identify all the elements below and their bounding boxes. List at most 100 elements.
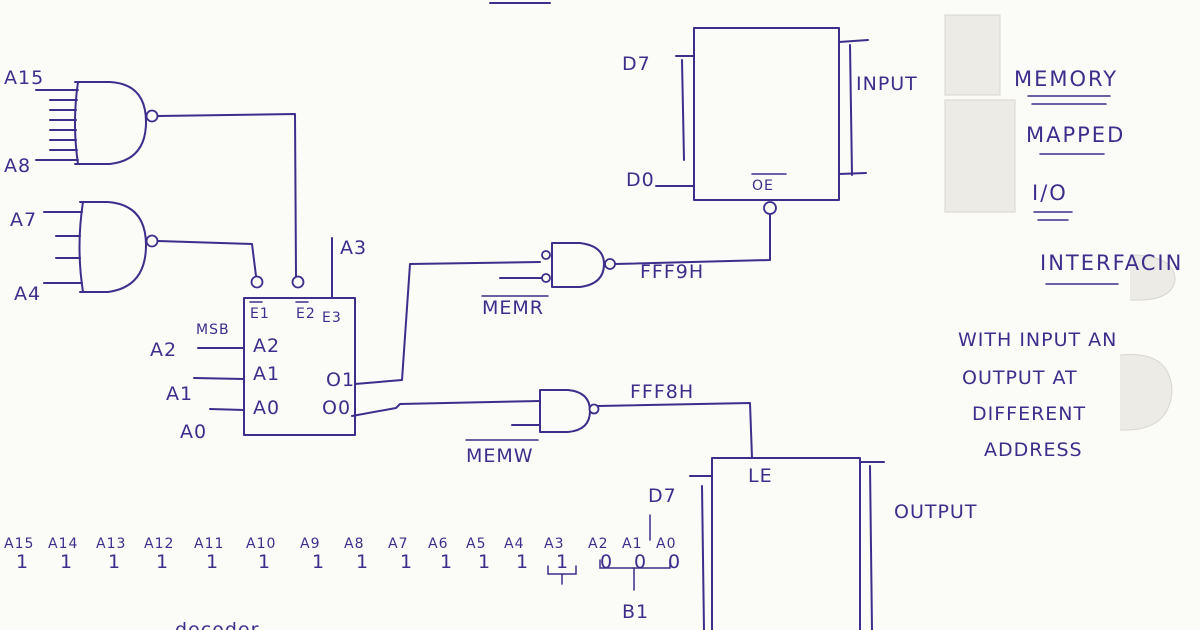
address-bit-name: A13	[96, 536, 126, 552]
input-d7: D7	[622, 53, 651, 75]
wire-e2	[157, 113, 297, 277]
decoder-e3: E3	[322, 310, 342, 326]
bleed-through-mark	[1119, 353, 1173, 431]
inversion-bubble	[588, 403, 600, 415]
label-msb: MSB	[196, 322, 230, 338]
decoder-e2: E2	[296, 306, 316, 322]
footer-fragment: decoder	[175, 619, 259, 630]
wire-a1	[193, 377, 245, 380]
input-out-top	[838, 39, 869, 43]
output-d7: D7	[648, 485, 677, 507]
address-bit-name: A10	[246, 536, 276, 552]
ext-label-a2: A2	[150, 339, 177, 361]
bleed-through-mark	[944, 99, 1016, 213]
address-bit-name: A1	[622, 536, 642, 552]
output-bus-right	[869, 465, 873, 630]
input-port-block	[693, 27, 840, 201]
address-bit-name: A12	[144, 536, 174, 552]
wire-read-to-oe	[614, 214, 771, 265]
input-bubble	[541, 250, 551, 260]
label-fff9h: FFF9H	[640, 261, 704, 283]
address-bit-name: A4	[504, 536, 524, 552]
bleed-through-mark	[944, 14, 1001, 96]
label-b1: B1	[622, 601, 649, 623]
title-line-3: I/O	[1032, 181, 1068, 205]
output-bus-left	[701, 485, 705, 630]
decoder-a0: A0	[253, 397, 280, 419]
output-label: OUTPUT	[894, 501, 977, 523]
note-line-4: ADDRESS	[984, 439, 1083, 461]
wire-o1-to-read-gate	[354, 261, 541, 385]
inversion-bubble	[145, 109, 159, 123]
address-bit-value: 0	[600, 551, 613, 573]
address-bit-value: 1	[16, 551, 29, 573]
title-line-4: INTERFACIN	[1040, 251, 1183, 275]
address-bit-name: A15	[4, 536, 34, 552]
address-bit-value: 1	[356, 551, 369, 573]
note-line-2: OUTPUT AT	[962, 367, 1078, 389]
output-le: LE	[748, 465, 773, 487]
input-bubble	[541, 273, 551, 283]
label-a15: A15	[4, 67, 44, 89]
input-bus-right	[849, 44, 853, 176]
label-a7: A7	[10, 209, 37, 231]
address-bit-name: A11	[194, 536, 224, 552]
address-bit-value: 1	[440, 551, 453, 573]
ext-label-a1: A1	[166, 383, 193, 405]
address-bit-value: 1	[556, 551, 569, 573]
inversion-bubble	[604, 258, 616, 270]
address-bit-value: 1	[478, 551, 491, 573]
address-bit-name: A7	[388, 536, 408, 552]
label-a8: A8	[4, 155, 31, 177]
address-bit-name: A3	[544, 536, 564, 552]
address-bit-name: A2	[588, 536, 608, 552]
nand-gate-high-address	[35, 81, 159, 165]
decoder-block	[243, 297, 356, 436]
address-bit-value: 1	[206, 551, 219, 573]
address-bit-value: 1	[108, 551, 121, 573]
address-bit-value: 1	[516, 551, 529, 573]
ext-label-a0: A0	[180, 421, 207, 443]
e2-bubble	[291, 275, 305, 289]
input-out-bottom	[838, 172, 867, 175]
nand-gate-write	[511, 389, 600, 433]
address-bit-name: A0	[656, 536, 676, 552]
inversion-bubble	[145, 234, 159, 248]
label-memw: MEMW	[466, 445, 534, 467]
input-bus-left	[681, 59, 685, 161]
nand-gate-mid-address	[43, 201, 159, 293]
address-bit-name: A9	[300, 536, 320, 552]
address-bit-value: 0	[668, 551, 681, 573]
address-bit-name: A8	[344, 536, 364, 552]
decoder-e1: E1	[250, 306, 270, 322]
address-bit-name: A14	[48, 536, 78, 552]
decoder-o0: O0	[322, 397, 351, 419]
decoder-o1: O1	[326, 369, 355, 391]
wire-write-to-le	[597, 402, 753, 459]
wire-e1	[157, 240, 257, 277]
address-bit-value: 1	[258, 551, 271, 573]
input-d0: D0	[626, 169, 655, 191]
decoder-a2: A2	[253, 335, 280, 357]
input-label: INPUT	[856, 73, 918, 95]
note-line-3: DIFFERENT	[972, 403, 1086, 425]
address-bit-value: 1	[312, 551, 325, 573]
label-fff8h: FFF8H	[630, 381, 694, 403]
address-bit-name: A5	[466, 536, 486, 552]
address-bit-name: A6	[428, 536, 448, 552]
address-bit-value: 0	[634, 551, 647, 573]
title-line-1: MEMORY	[1014, 67, 1118, 91]
address-bit-value: 1	[400, 551, 413, 573]
e1-bubble	[250, 275, 264, 289]
label-memr: MEMR	[482, 297, 544, 319]
wire-o0-to-write-gate	[351, 400, 541, 417]
bleed-through-mark	[1129, 254, 1176, 301]
address-bit-value: 1	[156, 551, 169, 573]
wire-a0	[209, 408, 245, 411]
output-port-block	[711, 457, 861, 630]
bracket-a2-a0	[599, 559, 671, 569]
oe-bubble	[763, 201, 777, 215]
title-line-2: MAPPED	[1026, 123, 1125, 147]
decoder-a1: A1	[253, 363, 280, 385]
